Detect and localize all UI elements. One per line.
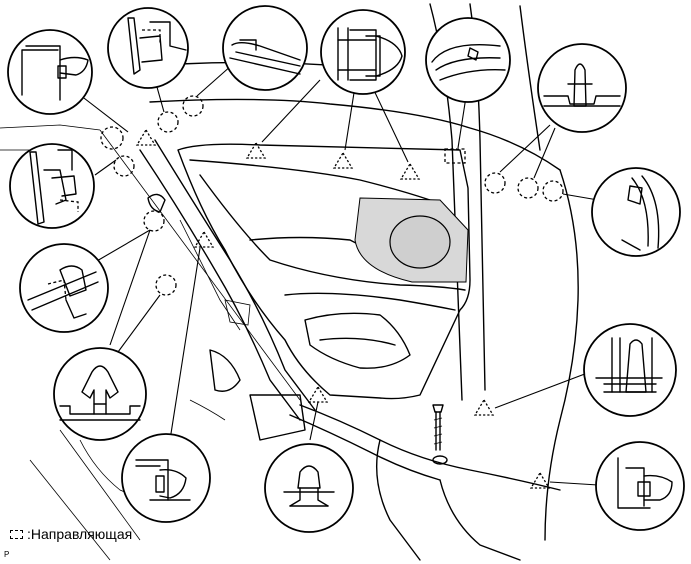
callout-guide bbox=[425, 17, 511, 103]
callout-clip-2 bbox=[107, 7, 189, 89]
leader-lines bbox=[79, 64, 599, 486]
screw-icon bbox=[432, 404, 448, 465]
callout-clip-13 bbox=[583, 323, 677, 417]
legend-label: Направляющая bbox=[30, 526, 133, 542]
callout-clip-9 bbox=[19, 243, 109, 333]
callout-claw-10 bbox=[53, 347, 147, 441]
callout-clip-8 bbox=[9, 143, 95, 229]
legend-colon: : bbox=[27, 526, 31, 542]
dashed-rectangle-icon bbox=[10, 529, 23, 539]
callout-claw-11 bbox=[121, 433, 211, 523]
corner-mark: P bbox=[4, 550, 10, 559]
claw-location-markers bbox=[135, 128, 551, 489]
trim-panel bbox=[177, 143, 471, 400]
callout-clip-3 bbox=[222, 5, 308, 91]
legend: : Направляющая bbox=[10, 526, 132, 542]
clip-location-markers bbox=[100, 95, 564, 296]
callout-clip-6 bbox=[537, 43, 627, 133]
callout-clip-14 bbox=[595, 441, 685, 531]
callout-clip-4 bbox=[320, 9, 406, 95]
callout-clip-1 bbox=[7, 29, 93, 115]
callout-clip-7 bbox=[591, 167, 681, 257]
callout-claw-12 bbox=[264, 443, 354, 533]
